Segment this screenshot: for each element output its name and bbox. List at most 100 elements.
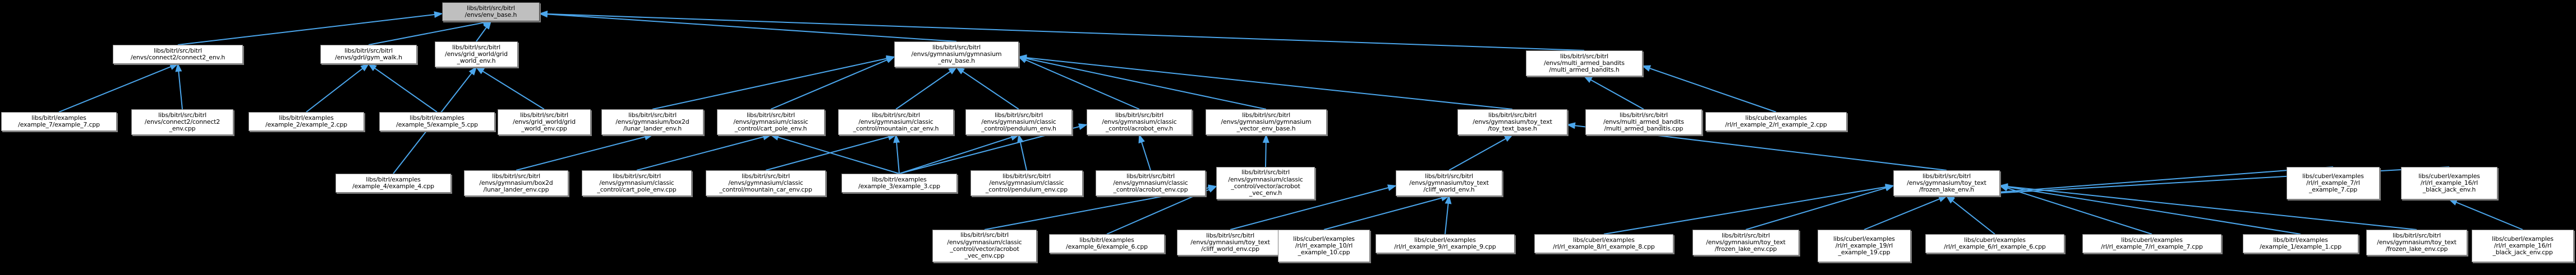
graph-node[interactable]: libs/bitrl/src/bitrl /envs/gymnasium/cla…: [965, 109, 1072, 135]
graph-node-root[interactable]: libs/bitrl/src/bitrl /envs/env_base.h: [442, 2, 540, 21]
graph-edge: [1138, 134, 1151, 171]
graph-node[interactable]: libs/cuberl/examples /rl/rl_example_19/r…: [1818, 230, 1911, 262]
graph-node[interactable]: libs/cuberl/examples /rl/rl_example_7/rl…: [2287, 167, 2380, 199]
graph-node[interactable]: libs/cuberl/examples /rl/rl_example_7/rl…: [2082, 234, 2221, 253]
graph-node-label: libs/bitrl/src/bitrl /envs/gymnasium/toy…: [2377, 231, 2457, 253]
graph-node-label: libs/cuberl/examples /rl/rl_example_19/r…: [1833, 235, 1895, 257]
graph-node[interactable]: libs/bitrl/src/bitrl /envs/gymnasium/toy…: [1692, 230, 1799, 255]
graph-node-label: libs/bitrl/examples /example_1/example_1…: [2260, 236, 2342, 250]
graph-node[interactable]: libs/bitrl/examples /example_5/example_5…: [379, 112, 495, 131]
graph-node-label: libs/bitrl/src/bitrl /envs/gymnasium/box…: [479, 172, 553, 194]
graph-node-label: libs/bitrl/src/bitrl /envs/gymnasium/cla…: [597, 172, 677, 194]
graph-edge: [175, 63, 183, 110]
graph-node[interactable]: libs/bitrl/examples /example_4/example_4…: [335, 174, 451, 193]
graph-node[interactable]: libs/bitrl/src/bitrl /envs/gymnasium/toy…: [1177, 230, 1284, 255]
graph-node-label: libs/bitrl/src/bitrl /envs/gymnasium/toy…: [1907, 172, 1986, 194]
graph-node[interactable]: libs/cuberl/examples /rl/rl_example_16/r…: [2472, 230, 2574, 262]
graph-edge: [893, 134, 900, 174]
graph-node[interactable]: libs/bitrl/src/bitrl /envs/grid_world/gr…: [435, 41, 518, 67]
graph-node[interactable]: libs/bitrl/examples /example_7/example_7…: [1, 112, 117, 131]
graph-node-label: libs/bitrl/src/bitrl /envs/grid_world/gr…: [445, 43, 508, 65]
graph-node[interactable]: libs/bitrl/src/bitrl /envs/connect2/conn…: [113, 45, 243, 64]
graph-node[interactable]: libs/bitrl/src/bitrl /envs/gymnasium/box…: [464, 170, 568, 196]
graph-edge: [367, 63, 438, 113]
graph-edge: [58, 63, 179, 113]
graph-edge: [770, 56, 895, 110]
graph-node-label: libs/cuberl/examples /rl/rl_example_7/rl…: [2101, 236, 2203, 250]
graph-node[interactable]: libs/bitrl/examples /example_1/example_1…: [2243, 234, 2358, 253]
graph-node-label: libs/bitrl/src/bitrl /envs/gymnasium/cla…: [719, 172, 812, 194]
graph-node[interactable]: libs/bitrl/src/bitrl /envs/gymnasium/gym…: [894, 41, 1019, 67]
graph-edge: [899, 134, 1020, 174]
graph-node[interactable]: libs/bitrl/src/bitrl /envs/gymnasium/cla…: [1087, 109, 1192, 135]
graph-node[interactable]: libs/bitrl/src/bitrl /envs/gymnasium/gym…: [1206, 109, 1327, 135]
graph-edge: [539, 10, 1585, 51]
graph-edge: [1864, 195, 1948, 230]
graph-node-label: libs/bitrl/examples /example_5/example_5…: [396, 114, 478, 128]
graph-node[interactable]: libs/bitrl/examples /example_2/example_2…: [249, 112, 364, 131]
graph-node[interactable]: libs/bitrl/src/bitrl /envs/connect2/conn…: [131, 109, 233, 135]
graph-node-label: libs/cuberl/examples /rl/rl_example_8/rl…: [1553, 236, 1655, 250]
graph-node[interactable]: libs/bitrl/src/bitrl /envs/multi_armed_b…: [1526, 50, 1643, 76]
graph-node-label: libs/cuberl/examples /rl/rl_example_6/rl…: [1944, 236, 2046, 250]
graph-node[interactable]: libs/cuberl/examples /rl/rl_example_6/rl…: [1925, 234, 2064, 253]
graph-node[interactable]: libs/bitrl/src/bitrl /envs/gymnasium/toy…: [1457, 109, 1567, 135]
graph-edge: [1641, 65, 1777, 113]
graph-node[interactable]: libs/cuberl/examples /rl/rl_example_8/rl…: [1534, 234, 1673, 253]
graph-edge: [476, 20, 492, 42]
graph-node[interactable]: libs/bitrl/src/bitrl /envs/gymnasium/box…: [601, 109, 703, 135]
graph-edge: [1999, 185, 2152, 235]
graph-node[interactable]: libs/bitrl/src/bitrl /envs/gymnasium/cla…: [717, 109, 825, 135]
graph-node[interactable]: libs/cuberl/examples /rl/rl_example_16/r…: [2401, 167, 2497, 199]
graph-node-label: libs/bitrl/examples /example_6/example_6…: [1066, 236, 1148, 250]
graph-edge: [1018, 56, 1140, 110]
graph-node-label: libs/bitrl/src/bitrl /envs/gymnasium/toy…: [1473, 111, 1552, 133]
graph-node[interactable]: libs/bitrl/src/bitrl /envs/gdrl/gym_walk…: [320, 45, 417, 64]
graph-edge: [539, 11, 957, 42]
graph-node[interactable]: libs/bitrl/src/bitrl /envs/gymnasium/cla…: [1096, 170, 1206, 196]
graph-node-label: libs/bitrl/src/bitrl /envs/env_base.h: [464, 4, 517, 18]
graph-node-label: libs/bitrl/examples /example_7/example_7…: [18, 114, 100, 128]
graph-node[interactable]: libs/bitrl/src/bitrl /envs/gymnasium/cla…: [970, 170, 1083, 196]
graph-node-label: libs/bitrl/src/bitrl /envs/gymnasium/toy…: [1409, 172, 1489, 194]
graph-node-label: libs/bitrl/src/bitrl /envs/gymnasium/cla…: [1228, 169, 1303, 197]
graph-node[interactable]: libs/bitrl/src/bitrl /envs/gymnasium/cla…: [706, 170, 826, 196]
graph-edge: [765, 133, 897, 171]
graph-node-label: libs/bitrl/src/bitrl /envs/multi_armed_b…: [1544, 52, 1625, 74]
graph-node-label: libs/bitrl/src/bitrl /envs/gymnasium/toy…: [1706, 231, 1786, 253]
graph-edge: [955, 66, 1019, 110]
graph-node[interactable]: libs/bitrl/src/bitrl /envs/gymnasium/toy…: [1396, 170, 1502, 196]
graph-node-label: libs/cuberl/examples /rl/rl_example_16/r…: [2418, 172, 2480, 194]
graph-node[interactable]: libs/bitrl/examples /example_6/example_6…: [1049, 234, 1165, 253]
graph-edge: [177, 11, 443, 45]
graph-node-label: libs/bitrl/src/bitrl /envs/gymnasium/gym…: [1221, 111, 1312, 133]
graph-node[interactable]: libs/bitrl/examples /example_3/example_3…: [841, 174, 957, 193]
graph-node[interactable]: libs/bitrl/src/bitrl /envs/gymnasium/cla…: [1216, 167, 1315, 199]
graph-node[interactable]: libs/bitrl/src/bitrl /envs/multi_armed_b…: [1585, 109, 1702, 135]
graph-node-label: libs/bitrl/src/bitrl /envs/gymnasium/cla…: [1113, 172, 1188, 194]
graph-edge: [1945, 195, 1995, 235]
graph-node-label: libs/bitrl/src/bitrl /envs/gymnasium/gym…: [911, 43, 1002, 65]
graph-node[interactable]: libs/bitrl/src/bitrl /envs/gymnasium/cla…: [838, 109, 954, 135]
graph-node-label: libs/bitrl/src/bitrl /envs/gymnasium/cla…: [733, 111, 808, 133]
graph-edge: [1999, 183, 2301, 235]
graph-node-label: libs/bitrl/src/bitrl /envs/connect2/conn…: [130, 46, 226, 61]
graph-node-label: libs/bitrl/src/bitrl /envs/multi_armed_b…: [1603, 111, 1684, 133]
graph-edge: [1448, 134, 1514, 171]
graph-node[interactable]: libs/cuberl/examples /rl/rl_example_2/rl…: [1705, 112, 1847, 131]
graph-edge: [1745, 184, 1894, 230]
graph-node-label: libs/cuberl/examples /rl/rl_example_10/r…: [1293, 235, 1355, 257]
graph-node[interactable]: libs/bitrl/src/bitrl /envs/gymnasium/cla…: [582, 170, 692, 196]
graph-edge: [1603, 183, 1894, 235]
graph-node[interactable]: libs/bitrl/src/bitrl /envs/grid_world/gr…: [498, 109, 591, 135]
graph-node[interactable]: libs/bitrl/src/bitrl /envs/gymnasium/toy…: [1893, 170, 2000, 196]
graph-node-label: libs/bitrl/examples /example_3/example_3…: [858, 175, 940, 190]
graph-node-label: libs/bitrl/src/bitrl /envs/gymnasium/cla…: [947, 231, 1022, 260]
graph-edge: [2448, 199, 2523, 230]
graph-node[interactable]: libs/cuberl/examples /rl/rl_example_9/rl…: [1376, 234, 1515, 253]
graph-node[interactable]: libs/bitrl/src/bitrl /envs/gymnasium/cla…: [932, 230, 1037, 262]
graph-node[interactable]: libs/bitrl/src/bitrl /envs/gymnasium/toy…: [2366, 230, 2467, 255]
graph-edge: [1018, 54, 1513, 110]
graph-node[interactable]: libs/cuberl/examples /rl/rl_example_10/r…: [1278, 230, 1370, 262]
